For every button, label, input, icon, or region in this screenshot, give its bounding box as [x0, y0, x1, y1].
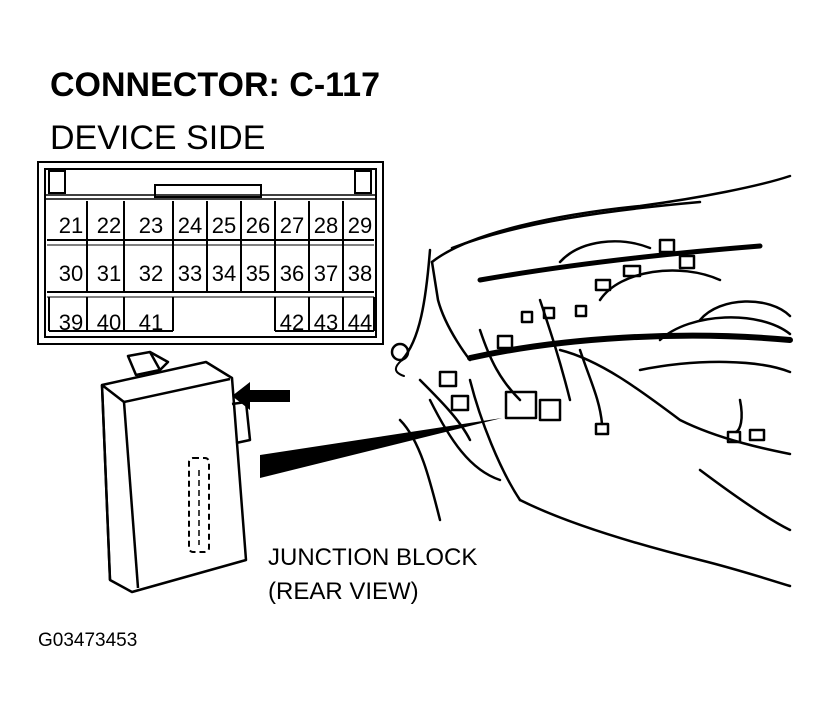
- figure-id: G03473453: [38, 630, 138, 651]
- pin-43: 43: [313, 310, 339, 335]
- connector-title: CONNECTOR: C-117: [50, 66, 380, 104]
- pin-25: 25: [211, 213, 237, 238]
- pin-40: 40: [96, 310, 122, 335]
- pin-33: 33: [177, 261, 203, 286]
- connector-outline: [44, 168, 377, 338]
- connector-side-label: DEVICE SIDE: [50, 119, 266, 157]
- pin-31: 31: [96, 261, 122, 286]
- pin-44: 44: [347, 310, 373, 335]
- pin-24: 24: [177, 213, 203, 238]
- junction-block-caption: JUNCTION BLOCK: [268, 544, 478, 571]
- rear-view-caption: (REAR VIEW): [268, 578, 419, 605]
- pin-41: 41: [138, 310, 164, 335]
- connector-face: 21 22 23 24 25 26 27 28 29 30 31 32 33 3…: [37, 161, 384, 345]
- pin-35: 35: [245, 261, 271, 286]
- pin-22: 22: [96, 213, 122, 238]
- dashboard-harness-illustration: [390, 174, 793, 588]
- pin-23: 23: [138, 213, 164, 238]
- junction-block-illustration: [100, 350, 252, 594]
- pin-29: 29: [347, 213, 373, 238]
- pin-30: 30: [58, 261, 84, 286]
- leader-pointer: [260, 418, 502, 478]
- pin-32: 32: [138, 261, 164, 286]
- pin-26: 26: [245, 213, 271, 238]
- pin-36: 36: [279, 261, 305, 286]
- pin-37: 37: [313, 261, 339, 286]
- pin-27: 27: [279, 213, 305, 238]
- pin-39: 39: [58, 310, 84, 335]
- arrow-icon: [232, 382, 290, 410]
- pin-34: 34: [211, 261, 237, 286]
- pin-42: 42: [279, 310, 305, 335]
- pin-28: 28: [313, 213, 339, 238]
- pin-21: 21: [58, 213, 84, 238]
- pin-38: 38: [347, 261, 373, 286]
